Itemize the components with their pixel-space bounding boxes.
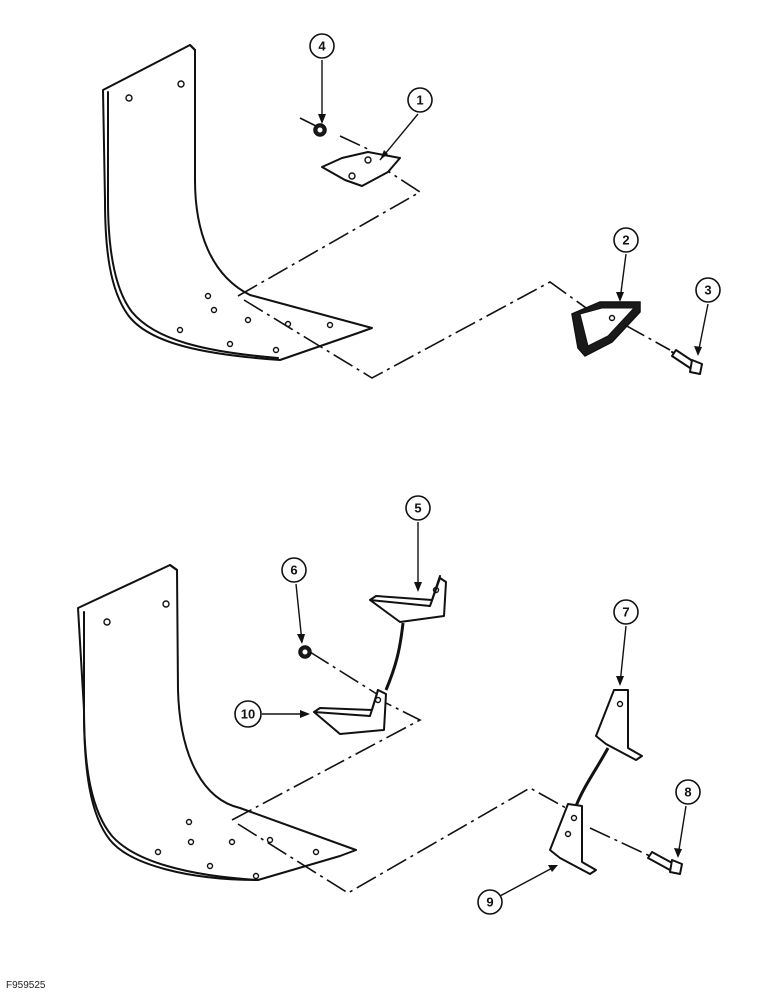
part-8-bolt	[589, 827, 683, 875]
part-5-bracket	[369, 575, 447, 623]
part-6-nut	[298, 645, 312, 659]
callout-5-label: 5	[414, 501, 421, 516]
part-7-bracket	[595, 689, 643, 761]
callout-4	[309, 33, 335, 59]
part-2-point	[571, 301, 641, 357]
callout-4-label: 4	[318, 39, 326, 54]
callout-6	[281, 557, 307, 583]
callout-3-label: 3	[704, 283, 711, 298]
callout-8-label: 8	[684, 785, 691, 800]
shank-bottom	[77, 564, 357, 881]
part-9-bracket	[549, 803, 597, 875]
callout-7-label: 7	[622, 605, 629, 620]
callout-1	[407, 87, 433, 113]
bottom-assembly	[77, 564, 683, 894]
callout-10-label: 10	[241, 707, 255, 722]
callout-10	[234, 700, 262, 728]
part-4-nut	[313, 123, 327, 137]
part-1-tip	[321, 151, 401, 187]
shank-top	[102, 44, 373, 361]
callout-3	[695, 277, 721, 303]
part-10-bracket	[313, 689, 387, 735]
callout-5	[405, 495, 431, 521]
figure-code: F959525	[6, 980, 46, 991]
top-assembly	[102, 44, 703, 379]
callout-7	[613, 599, 639, 625]
callout-2	[613, 227, 639, 253]
callout-1-label: 1	[416, 93, 423, 108]
callout-6-label: 6	[290, 563, 297, 578]
callouts: 1 4 2 3 5 6 10 7	[234, 33, 721, 915]
callout-9	[477, 889, 503, 915]
callout-9-label: 9	[486, 895, 493, 910]
callout-8	[675, 779, 701, 805]
callout-2-label: 2	[622, 233, 629, 248]
part-3-bolt	[624, 324, 703, 375]
